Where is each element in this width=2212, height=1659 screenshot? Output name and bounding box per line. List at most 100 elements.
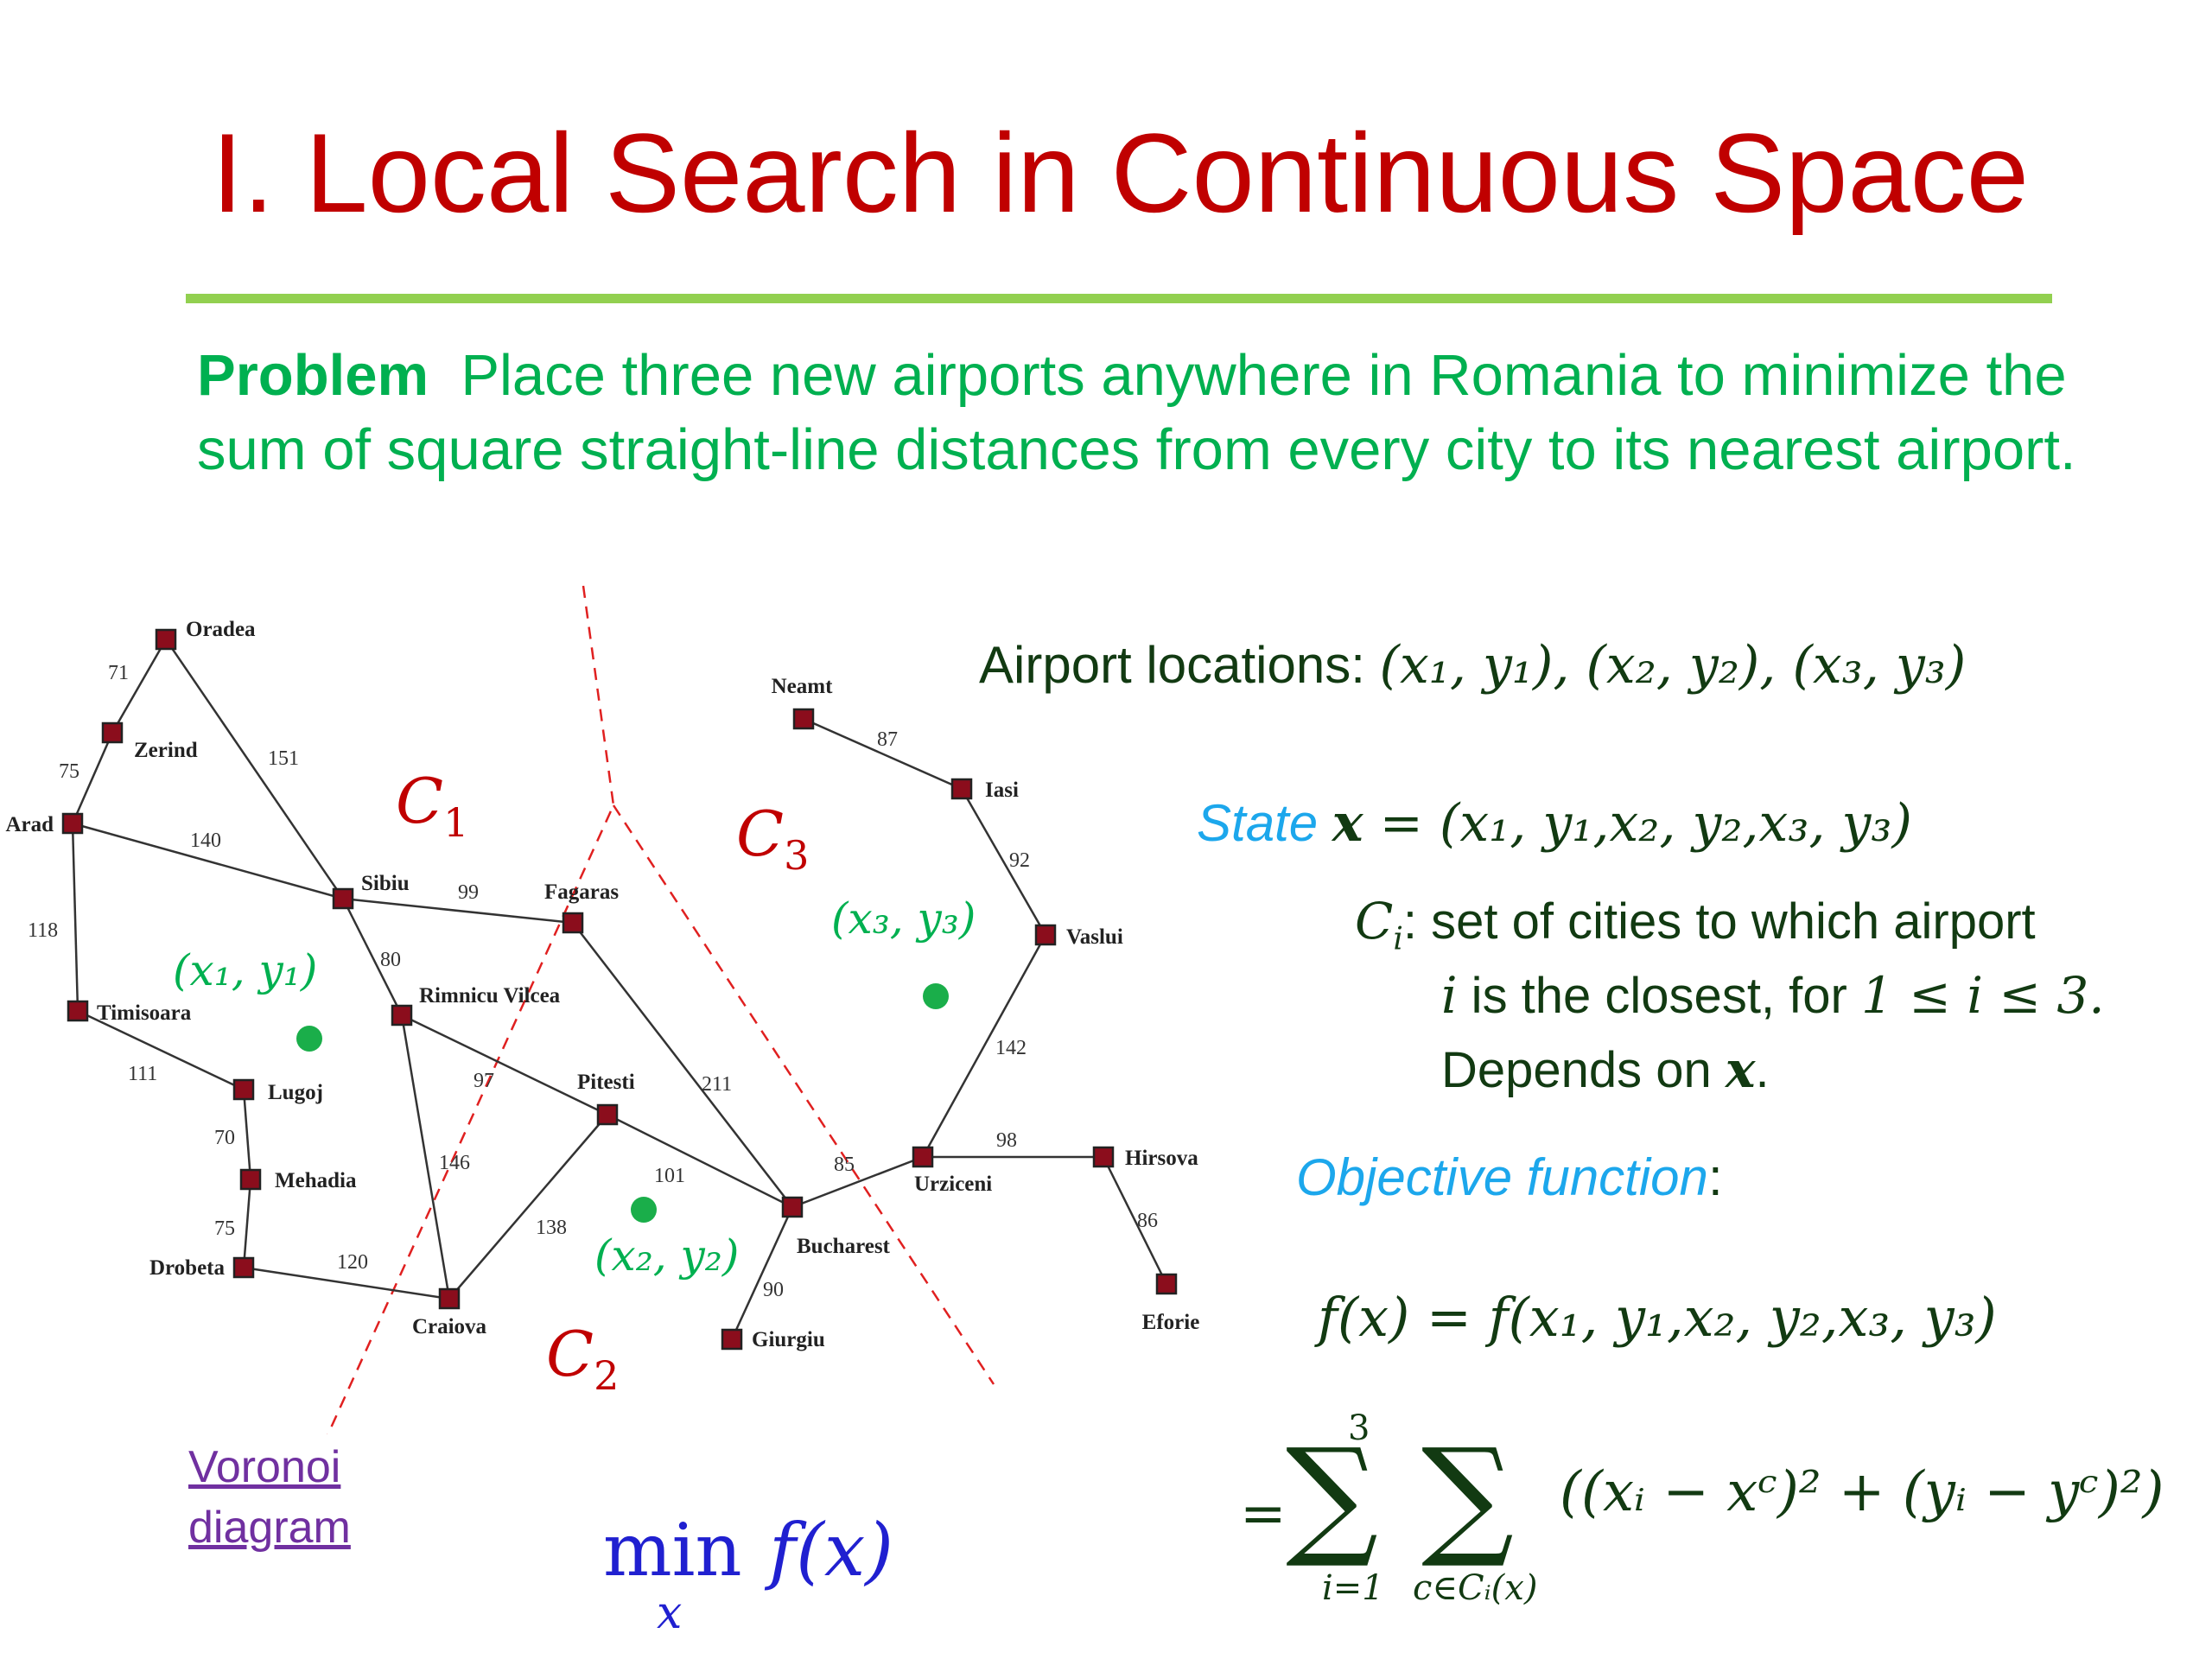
ci-line1: : set of cities to which airport (1402, 893, 2036, 950)
formula-line1: f(x) = f(x₁, y₁,x₂, y₂,x₃, y₃) (1318, 1286, 1997, 1349)
state-var: x (1332, 793, 1363, 854)
airport-locations-label: Airport locations: (979, 636, 1380, 694)
city-node-hirsova (1092, 1146, 1115, 1168)
region-label-c2: C2 (546, 1318, 619, 1399)
distance-label-fagaras-bucharest: 211 (702, 1073, 732, 1096)
ci-definition-line3: Depends on x. (1441, 1040, 1770, 1099)
distance-label-rimnicu-pitesti: 97 (474, 1070, 494, 1092)
min-fx: f(x) (769, 1508, 894, 1592)
sum1-upper: 3 (1348, 1408, 1370, 1448)
airport-marker-3 (923, 983, 949, 1009)
distance-label-urziceni-hirsova: 98 (996, 1129, 1017, 1152)
distance-label-sibiu-rimnicu: 80 (380, 949, 401, 971)
city-label-craiova: Craiova (412, 1315, 487, 1338)
summand: ((xᵢ − xᶜ)² + (yᵢ − yᶜ)²) (1560, 1460, 2164, 1524)
road-zerind-arad (71, 732, 114, 824)
city-node-sibiu (332, 887, 354, 910)
road-vaslui-iasi (960, 788, 1047, 936)
road-rimnicu-pitesti (401, 1014, 608, 1116)
airport-marker-2 (631, 1197, 657, 1223)
voronoi-boundaries (327, 585, 995, 1434)
region-label-c3: C3 (736, 798, 809, 879)
city-label-rimnicu: Rimnicu Vilcea (419, 984, 561, 1007)
ci-line3-var: x (1725, 1040, 1756, 1099)
city-label-mehadia: Mehadia (275, 1169, 357, 1192)
ci-line3-end: . (1755, 1042, 1770, 1098)
road-arad-timisoara (71, 823, 79, 1012)
city-label-drobeta: Drobeta (149, 1256, 226, 1280)
airport-marker-1 (296, 1026, 322, 1052)
city-node-oradea (155, 628, 177, 651)
city-labels: OradeaZerindAradTimisoaraLugojMehadiaDro… (5, 618, 1199, 1351)
objective-label: Objective function (1296, 1148, 1708, 1206)
romania-map: 7175151140118111707512099809714613810121… (5, 585, 1199, 1434)
city-node-drobeta (232, 1256, 255, 1279)
road-bucharest-urziceni (791, 1155, 924, 1209)
objective-suffix: : (1707, 1148, 1723, 1206)
city-label-vaslui: Vaslui (1066, 925, 1123, 949)
city-node-zerind (101, 721, 124, 744)
voronoi-line-c1-c2 (327, 585, 615, 1434)
road-fagaras-bucharest (572, 922, 793, 1208)
distance-label-lugoj-mehadia: 70 (214, 1127, 235, 1149)
distance-label-hirsova-eforie: 86 (1137, 1210, 1158, 1232)
city-label-timisoara: Timisoara (97, 1001, 192, 1025)
city-node-urziceni (912, 1146, 934, 1168)
region-label-c1: C1 (396, 765, 468, 846)
road-mehadia-drobeta (242, 1179, 252, 1268)
road-urziceni-vaslui (921, 934, 1047, 1158)
road-oradea-zerind (111, 639, 168, 734)
sum2-sigma-icon: ∑ (1421, 1421, 1515, 1572)
road-timisoara-lugoj (77, 1009, 245, 1091)
city-node-pitesti (596, 1103, 619, 1126)
distance-label-oradea-zerind: 71 (108, 662, 129, 684)
airport-label-3: (x₃, y₃) (831, 893, 976, 944)
objective-heading: Objective function: (1296, 1147, 1723, 1207)
road-iasi-neamt (803, 717, 963, 791)
city-label-sibiu: Sibiu (361, 872, 410, 895)
road-oradea-sibiu (164, 639, 345, 899)
voronoi-line-c2-c3 (612, 804, 995, 1385)
problem-statement: Problem Place three new airports anywher… (197, 339, 2150, 487)
road-bucharest-giurgiu (730, 1206, 794, 1340)
voronoi-link-line2[interactable]: diagram (188, 1503, 351, 1553)
city-node-arad (61, 812, 84, 835)
airport-locations-value: (x₁, y₁), (x₂, y₂), (x₃, y₃) (1379, 635, 1967, 696)
city-label-urziceni: Urziceni (914, 1173, 992, 1196)
city-node-bucharest (781, 1196, 804, 1218)
distance-label-sibiu-fagaras: 99 (458, 881, 479, 904)
ci-symbol: C (1355, 892, 1394, 950)
road-lugoj-mehadia (242, 1089, 252, 1180)
min-subscript: x (657, 1587, 683, 1639)
distance-label-mehadia-drobeta: 75 (214, 1217, 235, 1240)
voronoi-diagram-link[interactable]: Voronoi diagram (188, 1437, 351, 1558)
city-label-oradea: Oradea (186, 618, 256, 641)
voronoi-link-line1[interactable]: Voronoi (188, 1442, 341, 1492)
road-craiova-pitesti (448, 1114, 608, 1300)
title-divider (186, 294, 2052, 303)
distance-label-iasi-neamt: 87 (877, 728, 898, 751)
city-label-pitesti: Pitesti (577, 1071, 635, 1094)
distance-label-timisoara-lugoj: 111 (128, 1063, 157, 1085)
city-label-eforie: Eforie (1142, 1311, 1200, 1334)
problem-text: Place three new airports anywhere in Rom… (197, 343, 2076, 482)
city-node-craiova (438, 1287, 461, 1310)
sum1-sigma-icon: ∑ (1286, 1421, 1379, 1572)
distance-label-bucharest-urziceni: 85 (834, 1154, 855, 1176)
distance-labels: 7175151140118111707512099809714613810121… (28, 662, 1158, 1301)
city-node-vaslui (1034, 924, 1057, 946)
airport-locations: Airport locations: (x₁, y₁), (x₂, y₂), (… (979, 635, 1966, 696)
distance-label-pitesti-bucharest: 101 (654, 1165, 685, 1187)
distance-label-vaslui-iasi: 92 (1009, 849, 1030, 872)
airport-label-2: (x₂, y₂) (594, 1230, 739, 1281)
distance-label-oradea-sibiu: 151 (268, 747, 299, 770)
distance-label-craiova-pitesti: 138 (536, 1217, 567, 1239)
distance-label-arad-timisoara: 118 (28, 919, 58, 942)
road-rimnicu-craiova (400, 1014, 451, 1300)
city-node-giurgiu (721, 1328, 743, 1351)
city-node-timisoara (67, 1000, 89, 1022)
sum1-lower: i=1 (1322, 1568, 1384, 1608)
city-node-iasi (950, 778, 973, 800)
slide-title: I. Local Search in Continuous Space (212, 110, 2029, 236)
road-hirsova-eforie (1102, 1156, 1168, 1285)
